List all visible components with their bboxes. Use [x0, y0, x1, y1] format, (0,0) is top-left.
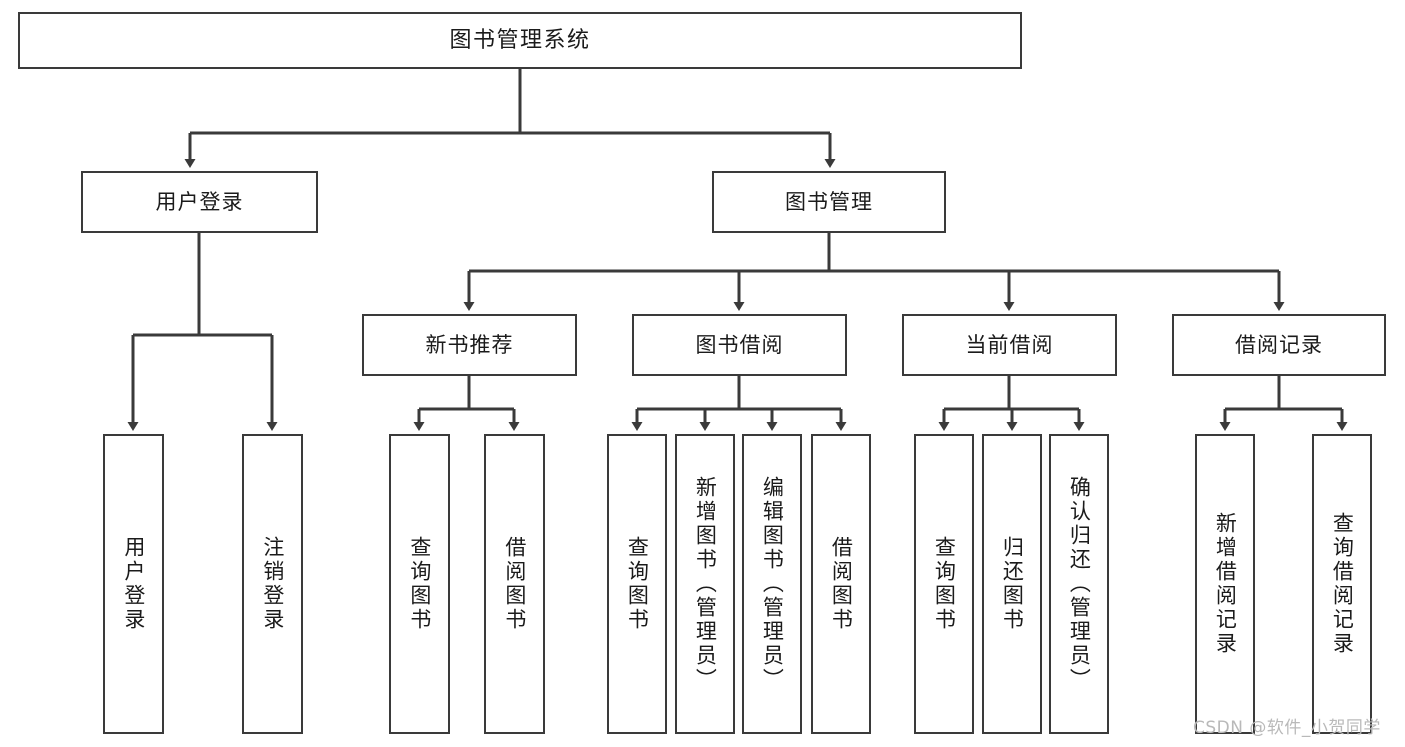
node-label: 借阅图书 — [502, 536, 527, 632]
node-current-borrow[interactable]: 当前借阅 — [902, 314, 1117, 376]
node-label: 确认归还（管理员） — [1067, 476, 1092, 692]
node-label: 查询图书 — [625, 536, 650, 632]
node-label: 图书管理 — [785, 189, 873, 214]
node-leaf-return-book[interactable]: 归还图书 — [982, 434, 1042, 734]
csdn-watermark: CSDN @软件_小贺同学 — [1193, 718, 1381, 738]
node-leaf-edit-book-admin[interactable]: 编辑图书（管理员） — [742, 434, 802, 734]
node-label: 新书推荐 — [425, 332, 514, 357]
node-label: 查询图书 — [932, 536, 957, 632]
node-leaf-borrow-book[interactable]: 借阅图书 — [811, 434, 871, 734]
node-leaf-query-borrow-record[interactable]: 查询借阅记录 — [1312, 434, 1372, 734]
node-new-book-recommend[interactable]: 新书推荐 — [362, 314, 577, 376]
node-label: 查询借阅记录 — [1330, 512, 1355, 656]
node-label: 新增借阅记录 — [1213, 512, 1238, 656]
node-leaf-query-book-borrow[interactable]: 查询图书 — [607, 434, 667, 734]
node-root-system[interactable]: 图书管理系统 — [18, 12, 1022, 69]
node-book-borrow[interactable]: 图书借阅 — [632, 314, 847, 376]
node-label: 当前借阅 — [965, 332, 1054, 357]
node-label: 新增图书（管理员） — [693, 476, 718, 692]
node-label: 编辑图书（管理员） — [760, 476, 785, 692]
node-leaf-user-login[interactable]: 用户登录 — [103, 434, 164, 734]
node-label: 图书借阅 — [695, 332, 784, 357]
node-borrow-record[interactable]: 借阅记录 — [1172, 314, 1386, 376]
node-label: 用户登录 — [121, 536, 146, 632]
node-leaf-add-book-admin[interactable]: 新增图书（管理员） — [675, 434, 735, 734]
node-leaf-confirm-return-admin[interactable]: 确认归还（管理员） — [1049, 434, 1109, 734]
node-leaf-borrow-book-recommend[interactable]: 借阅图书 — [484, 434, 545, 734]
node-user-login[interactable]: 用户登录 — [81, 171, 318, 233]
node-leaf-user-logout[interactable]: 注销登录 — [242, 434, 303, 734]
node-label: 注销登录 — [260, 536, 285, 632]
node-label: 归还图书 — [1000, 536, 1025, 632]
node-book-management[interactable]: 图书管理 — [712, 171, 946, 233]
node-label: 查询图书 — [407, 536, 432, 632]
node-label: 图书管理系统 — [449, 27, 591, 53]
node-label: 借阅记录 — [1235, 332, 1323, 357]
node-leaf-add-borrow-record[interactable]: 新增借阅记录 — [1195, 434, 1255, 734]
node-leaf-query-book-recommend[interactable]: 查询图书 — [389, 434, 450, 734]
node-label: 借阅图书 — [829, 536, 854, 632]
node-label: 用户登录 — [155, 189, 244, 214]
node-leaf-query-book-current[interactable]: 查询图书 — [914, 434, 974, 734]
